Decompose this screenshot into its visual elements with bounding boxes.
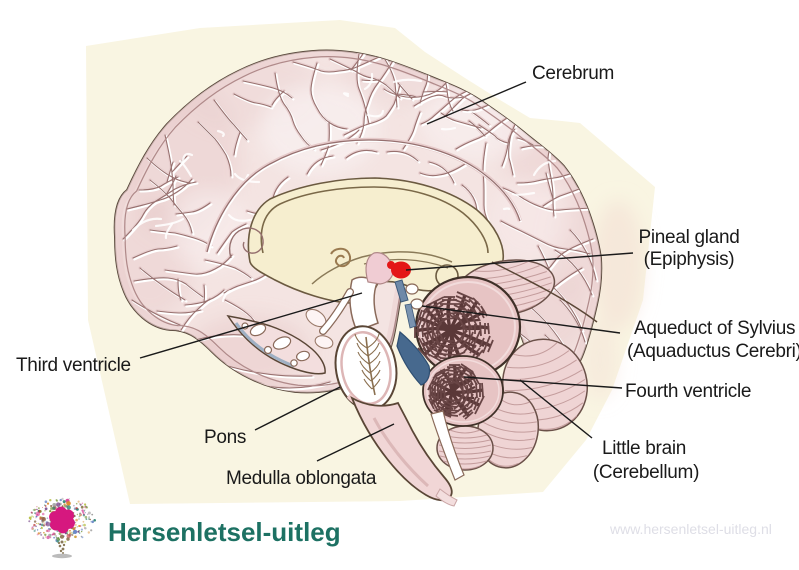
svg-text:Fourth ventricle: Fourth ventricle [625,381,751,402]
svg-text:www.hersenletsel-uitleg.nl: www.hersenletsel-uitleg.nl [609,521,772,537]
svg-text:Cerebrum: Cerebrum [532,63,614,84]
svg-text:Third ventricle: Third ventricle [16,355,131,376]
svg-text:Aqueduct of Sylvius: Aqueduct of Sylvius [634,318,795,339]
svg-text:(Epiphysis): (Epiphysis) [644,249,735,270]
svg-text:Hersenletsel-uitleg: Hersenletsel-uitleg [108,517,341,547]
svg-text:Pineal gland: Pineal gland [639,227,740,248]
svg-text:(Aquaductus Cerebri): (Aquaductus Cerebri) [627,341,799,362]
svg-text:Little brain: Little brain [602,438,686,459]
svg-text:Pons: Pons [204,427,246,448]
svg-text:(Cerebellum): (Cerebellum) [593,462,699,483]
svg-text:Medulla oblongata: Medulla oblongata [226,468,377,489]
